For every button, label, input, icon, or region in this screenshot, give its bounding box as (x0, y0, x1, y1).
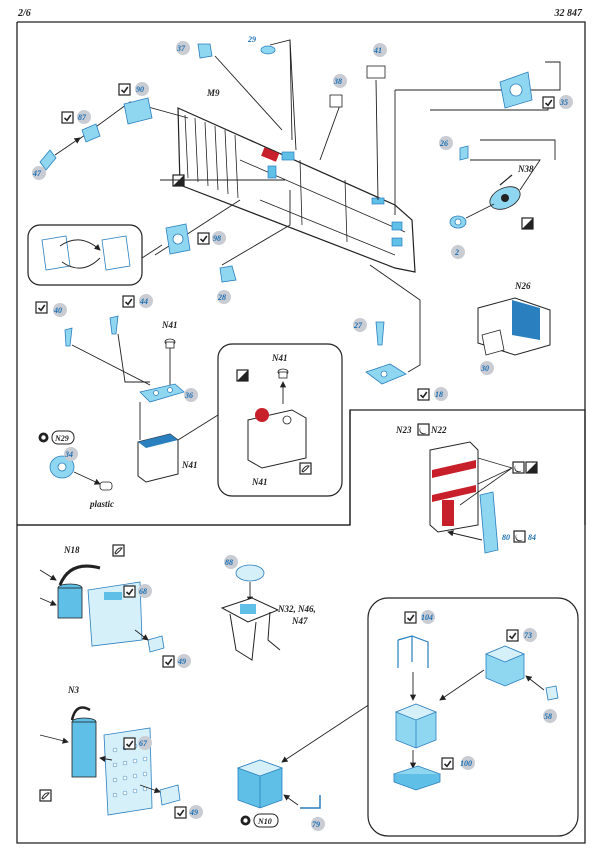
part-47: 47 (32, 137, 81, 180)
model-n38: N38 (489, 164, 534, 230)
svg-text:N3: N3 (67, 685, 79, 695)
svg-text:N47: N47 (291, 616, 308, 626)
svg-text:N10: N10 (257, 817, 272, 826)
svg-text:34: 34 (64, 450, 73, 459)
svg-text:80: 80 (502, 533, 510, 542)
main-panel-m9: M9 (172, 88, 416, 273)
part-28: 28 (217, 265, 237, 304)
part-26: 26 (439, 136, 469, 161)
svg-text:29: 29 (247, 35, 256, 44)
half-tone-icon (172, 174, 185, 187)
model-n26: N26 30 (477, 281, 551, 375)
svg-text:44: 44 (139, 297, 148, 306)
part-44: 44 (109, 294, 153, 383)
svg-text:73: 73 (524, 631, 532, 640)
svg-text:N32, N46,: N32, N46, (277, 604, 316, 614)
svg-text:58: 58 (544, 712, 552, 721)
svg-text:84: 84 (528, 533, 536, 542)
svg-text:N26: N26 (514, 281, 531, 291)
svg-text:2: 2 (454, 248, 459, 257)
svg-text:47: 47 (32, 169, 42, 178)
svg-text:90: 90 (136, 85, 144, 94)
svg-text:68: 68 (139, 587, 147, 596)
part-37: 37 (176, 41, 213, 59)
svg-text:88: 88 (225, 558, 233, 567)
part-38: 38 (329, 74, 347, 108)
part-29: 29 (247, 35, 276, 55)
svg-text:N23: N23 (395, 425, 412, 435)
svg-text:98: 98 (213, 234, 221, 243)
part-87: 87 (61, 110, 101, 143)
part-35: 35 (499, 71, 573, 109)
model-n18: N18 68 49 (39, 544, 191, 668)
svg-text:36: 36 (184, 391, 193, 400)
detail-bubble (27, 224, 163, 286)
svg-text:104: 104 (421, 613, 433, 622)
svg-text:N29: N29 (54, 434, 69, 443)
svg-text:N41: N41 (251, 477, 268, 487)
svg-text:N41: N41 (161, 320, 178, 330)
svg-text:28: 28 (217, 293, 226, 302)
set-code: 32 847 (554, 8, 583, 19)
svg-text:49: 49 (189, 808, 198, 817)
model-n41-small: N41 (161, 320, 178, 385)
svg-text:27: 27 (353, 321, 363, 330)
svg-text:35: 35 (559, 98, 568, 107)
model-n3: N3 67 49 (39, 685, 203, 819)
part-27: 27 (353, 318, 385, 346)
svg-text:67: 67 (139, 739, 148, 748)
svg-text:37: 37 (176, 44, 186, 53)
model-n29: N29 (38, 430, 75, 445)
part-40: 40 (35, 301, 151, 386)
svg-text:N41: N41 (181, 460, 198, 470)
box-detail-bubble: 104 100 73 58 (367, 597, 579, 837)
svg-text:100: 100 (460, 759, 472, 768)
part-36: 36 (139, 383, 198, 440)
model-n41-box: N41 (137, 414, 219, 483)
part-18: 18 (365, 363, 448, 401)
svg-text:30: 30 (480, 364, 489, 373)
svg-text:N22: N22 (430, 425, 447, 435)
part-98: 98 (165, 223, 226, 255)
part-2: 2 (449, 203, 495, 259)
n41-detail-bubble: N41 N41 (217, 343, 343, 497)
page-number: 2/6 (18, 8, 31, 19)
part-41: 41 (366, 43, 387, 79)
model-n23-n22: N23 N22 80 84 (395, 423, 538, 554)
svg-text:40: 40 (53, 306, 62, 315)
label-m9: M9 (206, 88, 220, 98)
svg-text:26: 26 (439, 139, 448, 148)
model-n32-n46-n47: 88 N32, N46, N47 (220, 555, 316, 661)
panel-borders (16, 21, 586, 844)
svg-text:N38: N38 (517, 164, 534, 174)
svg-text:38: 38 (333, 77, 342, 86)
part-34: 34 plastic (49, 447, 114, 509)
svg-text:N41: N41 (271, 353, 288, 363)
leader-lines-top (77, 39, 561, 373)
plastic-note: plastic (89, 499, 114, 509)
model-n10: 79 N10 (236, 703, 371, 831)
svg-text:N18: N18 (63, 545, 80, 555)
svg-text:41: 41 (373, 46, 382, 55)
part-90: 90 (118, 82, 153, 125)
svg-text:87: 87 (78, 113, 87, 122)
svg-text:79: 79 (312, 820, 320, 829)
svg-text:49: 49 (177, 657, 186, 666)
svg-text:18: 18 (435, 390, 443, 399)
